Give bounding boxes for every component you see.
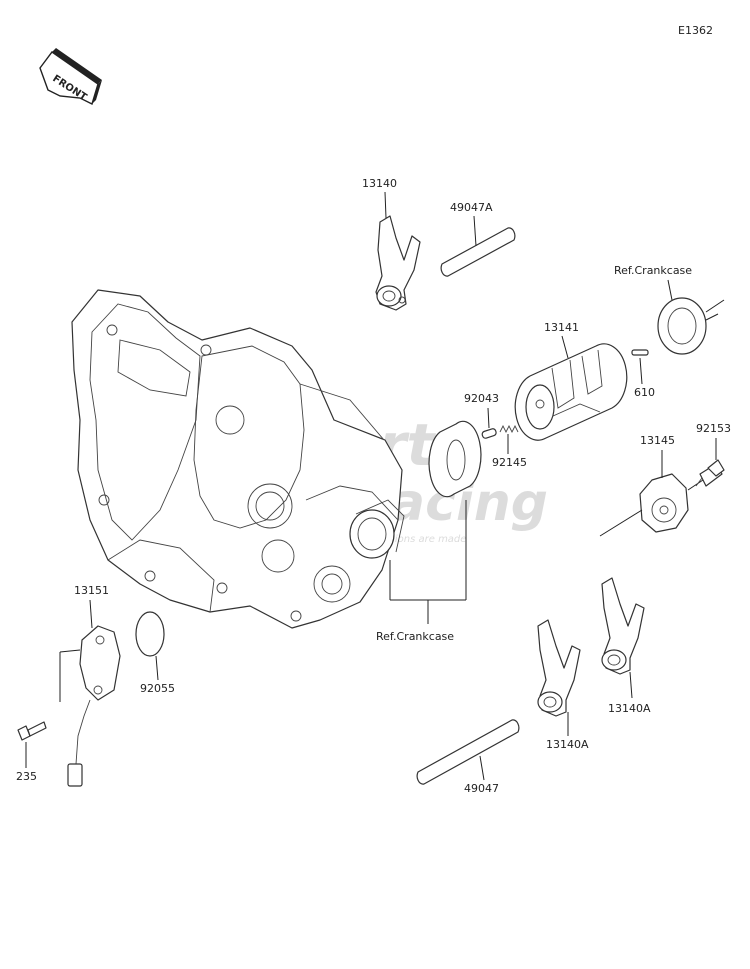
crankcase [71, 289, 405, 629]
label-13141: 13141 [544, 321, 579, 334]
o-ring-92055 [135, 611, 165, 657]
leader-13140A-right [629, 671, 633, 699]
diagram-code: E1362 [678, 24, 713, 37]
front-arrow-icon: FRONT [39, 48, 102, 105]
shift-fork-13140 [375, 215, 421, 311]
ref-crankcase-bracket [389, 500, 467, 624]
watermark-tagline: Where champions are made [325, 534, 466, 545]
leader-13141 [561, 335, 569, 359]
shaft-49047 [416, 719, 520, 785]
needle-bearing [428, 420, 482, 498]
label-13140: 13140 [362, 177, 397, 190]
leader-13140 [384, 191, 387, 219]
label-13140A-left: 13140A [546, 738, 589, 751]
shift-drum-13141 [514, 343, 628, 441]
leader-610 [639, 357, 643, 385]
spring-92145 [499, 424, 519, 434]
shift-cam-13145 [599, 473, 713, 537]
label-92145: 92145 [492, 456, 527, 469]
label-92055: 92055 [140, 682, 175, 695]
label-13145: 13145 [640, 434, 675, 447]
sensor-13151 [59, 625, 121, 787]
shift-fork-13140A-left [537, 619, 581, 717]
label-13151: 13151 [74, 584, 109, 597]
pin-92043 [481, 428, 497, 439]
shaft-49047A [440, 227, 516, 277]
label-92153: 92153 [696, 422, 731, 435]
screw-235 [17, 721, 47, 741]
label-610: 610 [634, 386, 655, 399]
label-49047A: 49047A [450, 201, 493, 214]
bolt-92153 [695, 459, 725, 487]
label-92043: 92043 [464, 392, 499, 405]
bearing-ref-crankcase-top [657, 297, 725, 355]
label-49047: 49047 [464, 782, 499, 795]
leader-49047A [473, 215, 477, 247]
leader-92055 [155, 655, 159, 681]
label-ref-crankcase-top: Ref.Crankcase [614, 264, 692, 277]
pin-610 [631, 349, 649, 356]
label-13140A-right: 13140A [608, 702, 651, 715]
leader-49047 [479, 755, 485, 781]
label-ref-crankcase-bottom: Ref.Crankcase [376, 630, 454, 643]
leader-ref-crankcase-top [667, 279, 673, 301]
shift-fork-13140A-right [601, 577, 645, 675]
leader-13151 [89, 599, 93, 629]
label-235: 235 [16, 770, 37, 783]
leader-92043 [487, 407, 490, 429]
